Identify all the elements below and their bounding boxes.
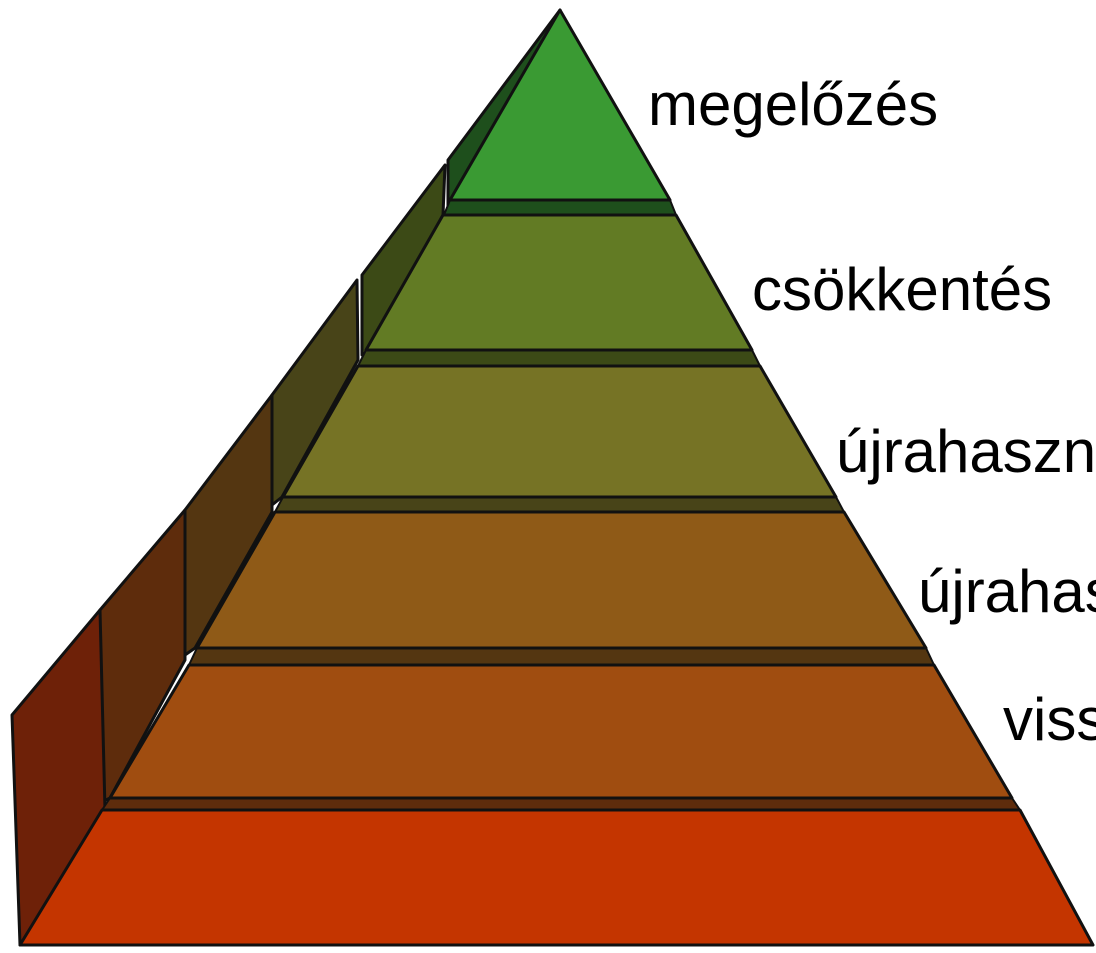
tier-3-face	[281, 364, 838, 499]
tier-label-prevention: megelőzés	[648, 71, 938, 138]
pyramid-tier-labels: megelőzés csökkentés újrahasznosítás újr…	[648, 71, 1096, 753]
tier-label-recovery: visszanyerés	[1003, 686, 1096, 753]
tier-2-ledge	[357, 349, 761, 367]
tier-3-side-wall	[270, 278, 360, 507]
tier-5-face	[108, 663, 1014, 800]
tier-4-ledge	[188, 647, 935, 666]
pyramid-tier-faces	[18, 8, 1095, 947]
tier-2-face	[364, 213, 754, 352]
tier-3-ledge	[274, 496, 845, 513]
tier-label-reuse: újrahasznosítás	[918, 558, 1096, 625]
tier-1-face	[448, 8, 672, 202]
tier-4-face	[195, 510, 928, 650]
tier-5-ledge	[101, 797, 1021, 811]
tier-label-recycling: újrahasznosítás	[836, 418, 1096, 485]
pyramid-tier-ledges	[101, 199, 1021, 811]
tier-label-reduction: csökkentés	[752, 256, 1052, 323]
pyramid-side-walls	[10, 8, 562, 947]
tier-6-face	[18, 808, 1095, 947]
tier-4-side-wall	[183, 393, 274, 657]
tier-1-ledge	[443, 199, 677, 216]
